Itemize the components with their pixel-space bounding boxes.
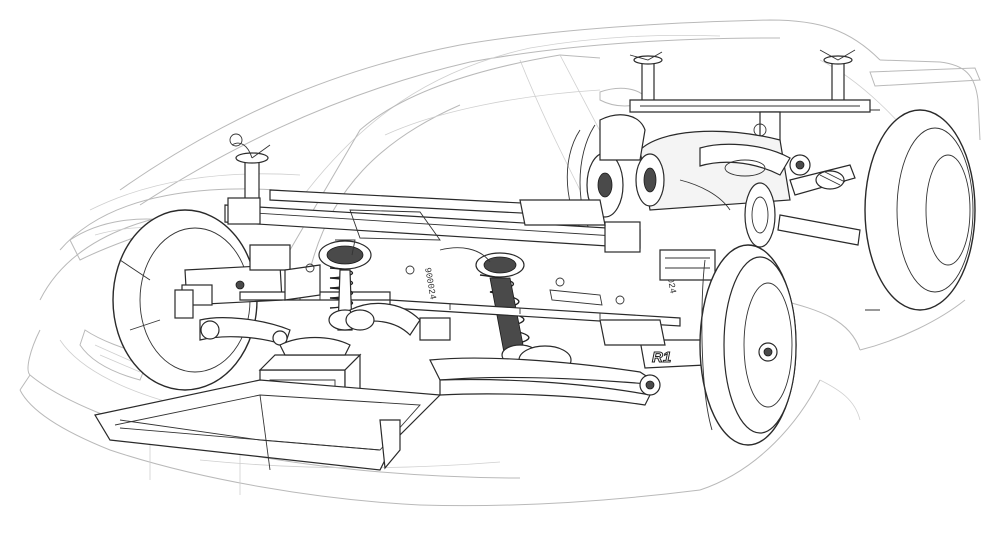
front-left-suspension (174, 244, 391, 346)
front-steering-linkage (284, 264, 681, 341)
rear-gearbox (566, 114, 861, 248)
hardware-details (305, 179, 731, 306)
front-right-wheel (699, 244, 797, 446)
rear-body-posts (229, 49, 856, 205)
r1-logo-arm: R1 (652, 349, 671, 366)
part-code-3: 900024 (422, 267, 437, 301)
rear-right-wheel (864, 109, 976, 311)
front-right-suspension: R1 (429, 249, 716, 406)
chassis-bottom-plate (94, 379, 442, 471)
